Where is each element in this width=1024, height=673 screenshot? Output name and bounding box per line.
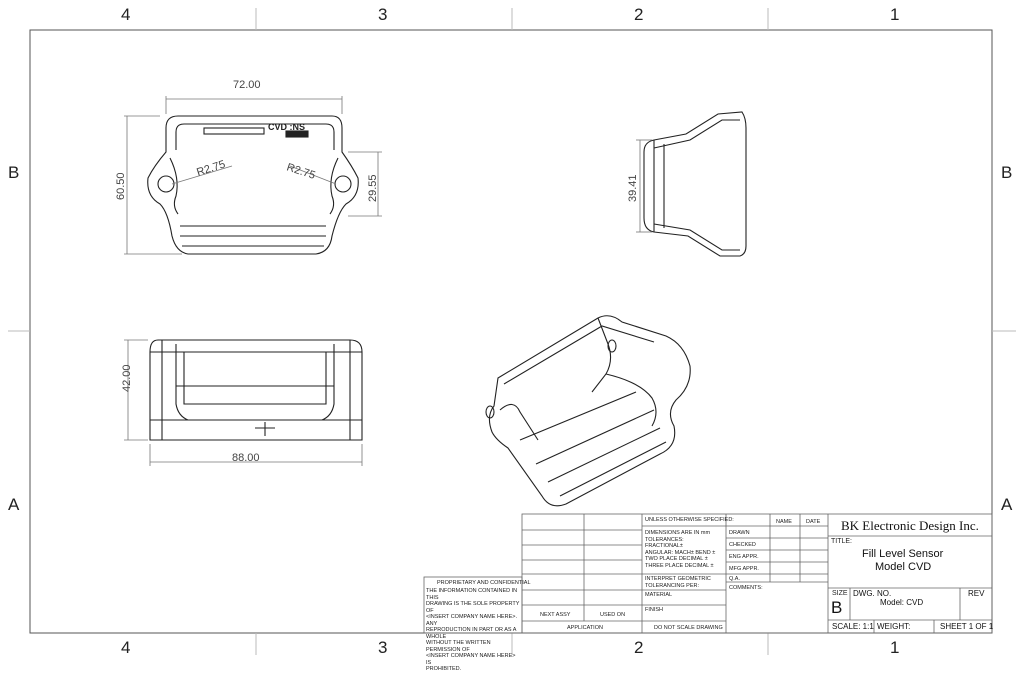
dim-top-width: 72.00	[233, 79, 261, 91]
weight-label: WEIGHT:	[877, 622, 911, 631]
zone-row-b-left: B	[8, 163, 20, 182]
dim-radius-left: R2.75	[195, 158, 227, 178]
dim-front-height: 42.00	[121, 364, 133, 392]
name-column: NAME	[776, 519, 792, 525]
used-on-label: USED ON	[600, 612, 626, 618]
zone-col-4-bottom: 4	[121, 638, 131, 657]
dim-hole-spacing: 29.55	[367, 174, 379, 202]
mfg-appr-label: MFG APPR.	[729, 566, 759, 572]
rev-label: REV	[968, 589, 985, 598]
date-column: DATE	[806, 519, 821, 525]
next-assy-label: NEXT ASSY	[540, 612, 571, 618]
zone-col-2-top: 2	[634, 5, 644, 24]
unless-specified: UNLESS OTHERWISE SPECIFIED:	[645, 517, 734, 523]
title-label: TITLE:	[831, 538, 853, 545]
proprietary-text: THE INFORMATION CONTAINED IN THIS DRAWIN…	[426, 588, 520, 672]
zone-col-1-bottom: 1	[890, 638, 900, 657]
dwg-no-label: DWG. NO.	[853, 589, 892, 598]
isometric-view	[485, 315, 691, 507]
dwg-no-value: Model: CVD	[880, 598, 924, 607]
side-view-dims	[636, 139, 652, 233]
qa-label: Q.A.	[729, 576, 741, 582]
engraving-text: CVD :NS	[268, 122, 305, 132]
top-view	[147, 115, 359, 255]
interpret-note: INTERPRET GEOMETRIC TOLERANCING PER:	[645, 576, 711, 589]
title-block-grid	[423, 513, 993, 634]
zone-col-4-top: 4	[121, 5, 131, 24]
checked-label: CHECKED	[729, 542, 756, 548]
comments-label: COMMENTS:	[729, 585, 763, 591]
size-label: SIZE	[832, 590, 848, 597]
company-name: BK Electronic Design Inc.	[841, 518, 979, 533]
front-view	[149, 339, 363, 441]
zone-row-b-right: B	[1001, 163, 1013, 182]
title-line-2: Model CVD	[875, 561, 932, 573]
eng-appr-label: ENG APPR.	[729, 554, 759, 560]
zone-col-1-top: 1	[890, 5, 900, 24]
no-scale-note: DO NOT SCALE DRAWING	[654, 625, 723, 631]
title-line-1: Fill Level Sensor	[862, 548, 944, 560]
scale-label: SCALE: 1:1	[832, 622, 874, 631]
application-label: APPLICATION	[567, 625, 603, 631]
tolerances-note: DIMENSIONS ARE IN mm TOLERANCES: FRACTIO…	[645, 530, 716, 569]
front-view-dims	[124, 339, 363, 466]
top-view-dims	[124, 96, 382, 255]
material-label: MATERIAL	[645, 592, 673, 598]
finish-label: FINISH	[645, 607, 664, 613]
dim-radius-right: R2.75	[285, 161, 317, 181]
zone-col-3-bottom: 3	[378, 638, 388, 657]
drawn-label: DRAWN	[729, 530, 750, 536]
dim-side-height: 39.41	[627, 174, 639, 202]
side-view	[643, 111, 747, 257]
dim-top-height: 60.50	[115, 172, 127, 200]
sheet-label: SHEET 1 OF 1	[940, 622, 994, 631]
zone-col-3-top: 3	[378, 5, 388, 24]
dim-front-width: 88.00	[232, 452, 260, 464]
zone-col-2-bottom: 2	[634, 638, 644, 657]
proprietary-title: PROPRIETARY AND CONFIDENTIAL	[437, 580, 531, 586]
zone-row-a-left: A	[8, 495, 20, 514]
zone-row-a-right: A	[1001, 495, 1013, 514]
size-value: B	[831, 598, 843, 617]
